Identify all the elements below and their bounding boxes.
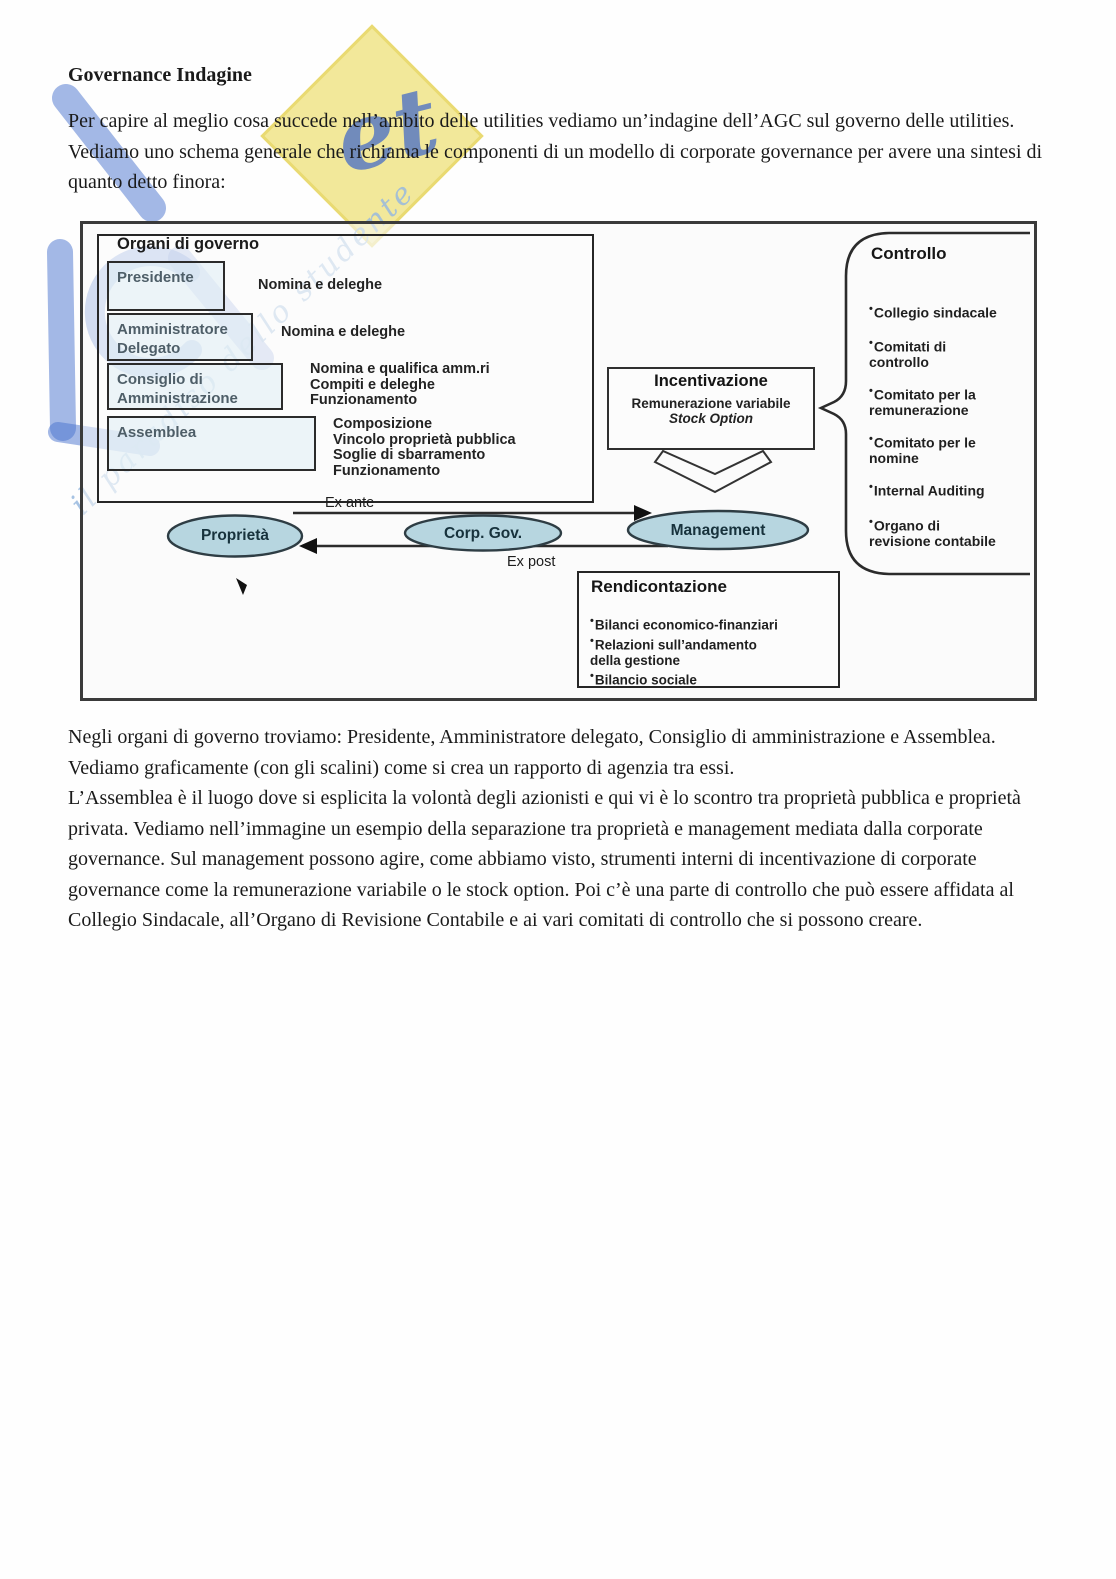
incentivazione-title: Incentivazione bbox=[654, 372, 768, 390]
proprieta-ellipse bbox=[166, 514, 304, 558]
ex-post-arrowhead-icon bbox=[299, 538, 317, 554]
controllo-title: Controllo bbox=[871, 244, 947, 263]
controllo-item: Internal Auditing bbox=[869, 480, 985, 499]
rendicontazione-item: Bilancio sociale bbox=[590, 669, 697, 688]
annotation-amministratore-delegato: Nomina e deleghe bbox=[281, 324, 406, 340]
consiglio-label: Consiglio di Amministrazione bbox=[117, 371, 238, 407]
controllo-item: Organo di revisione contabile bbox=[869, 515, 996, 549]
amministratore-delegato-box: Amministratore Delegato bbox=[107, 313, 253, 361]
incentivazione-box: Incentivazione Remunerazione variabile S… bbox=[607, 367, 815, 450]
assemblea-label: Assemblea bbox=[117, 424, 197, 441]
rendicontazione-item: Bilanci economico-finanziari bbox=[590, 614, 778, 633]
cursor-artifact bbox=[236, 578, 247, 595]
ex-ante-arrowhead-icon bbox=[634, 505, 652, 521]
ex-ante-label: Ex ante bbox=[325, 495, 375, 511]
corp-gov-label: Corp. Gov. bbox=[443, 525, 523, 542]
organi-di-governo-title: Organi di governo bbox=[117, 235, 260, 253]
rendicontazione-box: Rendicontazione Bilanci economico-finanz… bbox=[577, 571, 840, 688]
presidente-label: Presidente bbox=[117, 269, 194, 286]
incentivazione-line2: Stock Option bbox=[669, 411, 753, 426]
controllo-item: Comitato per le nomine bbox=[869, 432, 976, 466]
page-title: Governance Indagine bbox=[68, 64, 252, 86]
body-paragraph: Negli organi di governo troviamo: Presid… bbox=[68, 726, 1021, 931]
controllo-item: Comitati di controllo bbox=[869, 336, 946, 370]
down-arrow-icon bbox=[653, 449, 773, 494]
management-label: Management bbox=[670, 522, 766, 539]
consiglio-box: Consiglio di Amministrazione bbox=[107, 363, 283, 410]
governance-diagram: Organi di governo Presidente Amministrat… bbox=[80, 221, 1037, 701]
proprieta-label: Proprietà bbox=[200, 527, 270, 544]
rendicontazione-item: Relazioni sull’andamento della gestione bbox=[590, 634, 757, 668]
rendicontazione-title: Rendicontazione bbox=[591, 577, 728, 596]
intro-paragraph: Per capire al meglio cosa succede nell’a… bbox=[68, 110, 1043, 193]
controllo-item: Comitato per la remunerazione bbox=[869, 384, 976, 418]
controllo-item: Collegio sindacale bbox=[869, 302, 997, 321]
amministratore-delegato-label: Amministratore Delegato bbox=[117, 321, 228, 357]
incentivazione-line1: Remunerazione variabile bbox=[631, 396, 791, 411]
ex-post-label: Ex post bbox=[507, 554, 556, 570]
annotation-assemblea: Composizione Vincolo proprietà pubblica … bbox=[333, 416, 516, 479]
assemblea-box: Assemblea bbox=[107, 416, 316, 471]
annotation-presidente: Nomina e deleghe bbox=[258, 277, 383, 293]
diagram-shapes bbox=[166, 231, 1030, 595]
management-ellipse bbox=[626, 509, 810, 551]
corp-gov-ellipse bbox=[403, 514, 563, 552]
presidente-box: Presidente bbox=[107, 261, 225, 311]
annotation-consiglio: Nomina e qualifica amm.ri Compiti e dele… bbox=[310, 361, 490, 408]
controllo-brace bbox=[817, 231, 1030, 576]
